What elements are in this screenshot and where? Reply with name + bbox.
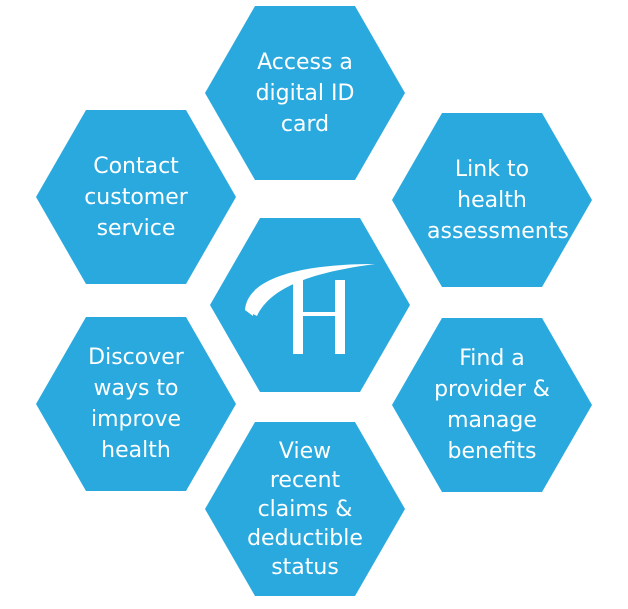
hex-view-claims-deductible-status: View recent claims & deductible status	[205, 422, 405, 596]
h-swoosh-logo-icon	[245, 264, 375, 354]
hex-label-view-claims-deductible-status: View recent claims & deductible status	[247, 438, 363, 580]
hex-label-contact-customer-service: Contact customer service	[84, 153, 188, 241]
hex-center-logo	[210, 218, 410, 392]
hex-label-access-digital-id-card: Access a digital ID card	[255, 49, 355, 137]
hex-access-digital-id-card: Access a digital ID card	[205, 6, 405, 180]
hex-label-discover-ways-improve-health: Discover ways to improve health	[88, 345, 184, 463]
hex-discover-ways-improve-health: Discover ways to improve health	[36, 317, 236, 491]
hex-label-link-health-assessments: Link to health assessments	[427, 156, 569, 244]
hex-contact-customer-service: Contact customer service	[36, 110, 236, 284]
hex-find-provider-manage-benefits: Find a provider & manage benefits	[392, 318, 592, 492]
hex-link-health-assessments: Link to health assessments	[392, 113, 592, 287]
hex-label-find-provider-manage-benefits: Find a provider & manage benefits	[434, 346, 550, 464]
